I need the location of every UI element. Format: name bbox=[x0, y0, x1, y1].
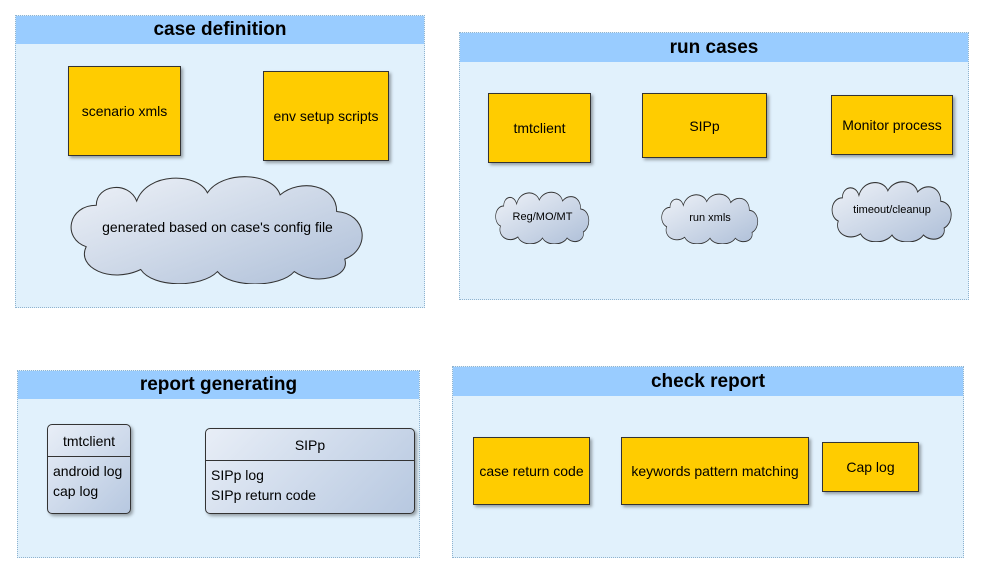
reg-mo-mt-cloud: Reg/MO/MT bbox=[494, 189, 591, 244]
scenario-xmls-box: scenario xmls bbox=[68, 66, 181, 156]
env-setup-scripts-box: env setup scripts bbox=[263, 71, 389, 161]
monitor-process-box: Monitor process bbox=[831, 95, 953, 155]
sipp-log-item: SIPp log bbox=[211, 467, 264, 483]
sipp-class-title: SIPp bbox=[206, 429, 414, 461]
config-file-cloud-label: generated based on case's config file bbox=[102, 219, 333, 235]
sipp-box: SIPp bbox=[642, 93, 767, 158]
tmtclient-class-title: tmtclient bbox=[48, 425, 130, 457]
android-log-item: android log bbox=[53, 463, 123, 479]
timeout-cleanup-label: timeout/cleanup bbox=[853, 204, 931, 216]
tmtclient-class-box: tmtclient android log cap log bbox=[47, 424, 131, 514]
case-definition-title: case definition bbox=[16, 16, 424, 44]
run-cases-panel: run cases bbox=[459, 32, 969, 300]
case-return-code-box: case return code bbox=[473, 437, 590, 505]
run-xmls-label: run xmls bbox=[689, 211, 731, 224]
reg-mo-mt-label: Reg/MO/MT bbox=[512, 210, 573, 223]
config-file-cloud: generated based on case's config file bbox=[66, 170, 369, 284]
tmtclient-box: tmtclient bbox=[488, 93, 591, 163]
cap-log-item: cap log bbox=[53, 483, 99, 499]
timeout-cleanup-cloud: timeout/cleanup bbox=[830, 178, 954, 242]
keywords-pattern-matching-box: keywords pattern matching bbox=[621, 437, 809, 505]
run-cases-title: run cases bbox=[460, 33, 968, 62]
check-report-title: check report bbox=[453, 367, 963, 396]
sipp-class-box: SIPp SIPp log SIPp return code bbox=[205, 428, 415, 514]
run-xmls-cloud: run xmls bbox=[660, 191, 760, 244]
sipp-return-code-item: SIPp return code bbox=[211, 487, 317, 503]
cap-log-box: Cap log bbox=[822, 442, 919, 492]
report-generating-title: report generating bbox=[18, 371, 419, 399]
